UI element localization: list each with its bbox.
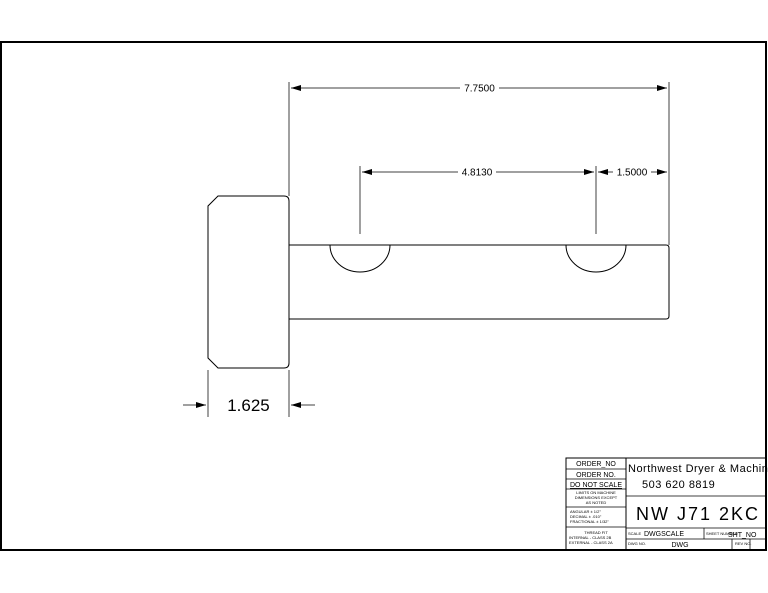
slot-right	[565, 244, 627, 273]
tb-phone: 503 620 8819	[642, 479, 715, 491]
tb-do-not-scale: DO NOT SCALE	[570, 482, 622, 489]
tb-tol-decimal: DECIMAL ± .010"	[570, 514, 602, 519]
tb-thread-internal: INTERNAL - CLASS 2B	[569, 535, 612, 540]
dimension-slot-spacing: 4.8130	[359, 166, 597, 234]
tb-dwg-value: DWG	[671, 542, 688, 549]
part-outline	[207, 195, 670, 369]
part-head	[207, 195, 290, 369]
tb-rev-label: REV NO.	[735, 541, 751, 546]
dimension-label-head-length: 1.625	[227, 396, 270, 415]
tb-limits-line1: LIMITS ON MACHINE	[576, 490, 616, 495]
tb-scale-label: SCALE	[628, 531, 641, 536]
part-shaft	[289, 244, 670, 320]
tb-company-name: Northwest Dryer & Machinery	[628, 463, 768, 475]
slot-left	[329, 244, 391, 273]
tb-limits-line3: AS NOTED	[586, 500, 607, 505]
tb-limits-line2: DIMENSIONS EXCEPT	[575, 495, 618, 500]
tb-order-no-label: ORDER NO.	[576, 472, 616, 479]
dimension-head-length: 1.625	[183, 370, 315, 417]
dimension-label-slot-from-end: 1.5000	[617, 168, 648, 179]
title-block: ORDER_NO ORDER NO. DO NOT SCALE LIMITS O…	[565, 457, 768, 551]
dimension-label-overall: 7.7500	[464, 84, 495, 95]
tb-thread-fit: THREAD FIT	[584, 530, 608, 535]
dimension-slot-from-end: 1.5000	[598, 168, 667, 179]
tb-order-no-top: ORDER_NO	[576, 461, 616, 468]
tb-sheet-value: SHT_NO	[728, 532, 757, 539]
tb-sheet-label: SHEET NUMBER	[706, 531, 738, 536]
dimension-overall-length: 7.7500	[288, 82, 670, 245]
tb-tol-fractional: FRACTIONAL ± 1/32"	[570, 519, 609, 524]
dimension-label-slot-spacing: 4.8130	[462, 168, 493, 179]
tb-part-number: NW J71 2KC	[636, 504, 760, 524]
tb-thread-external: EXTERNAL - CLASS 2A	[569, 540, 613, 545]
tb-dwg-label: DWG NO.	[628, 541, 646, 546]
drawing-border	[0, 41, 767, 551]
tb-tol-angular: ANGULAR ± 1/2°	[570, 509, 601, 514]
tb-scale-value: DWGSCALE	[644, 531, 684, 538]
